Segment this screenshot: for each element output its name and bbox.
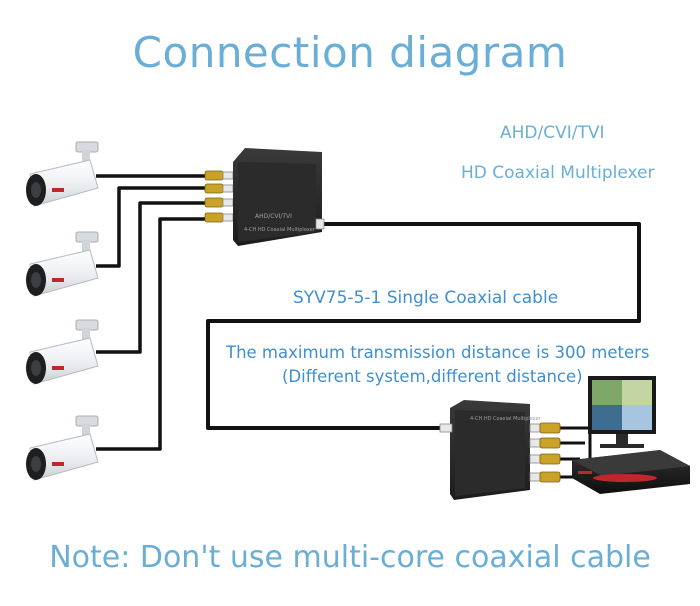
distance-note-label: (Different system,different distance) <box>282 367 583 386</box>
single-coaxial-cable <box>206 222 641 430</box>
transmitter-top-label: AHD/CVI/TVI <box>255 213 292 220</box>
receiver-top-label: 4-CH HD Coaxial Multiplexer <box>470 416 542 422</box>
transmitter-front-label: 4-CH HD Coaxial Multiplexer <box>244 227 316 233</box>
camera-4-icon <box>26 415 99 481</box>
camera-3-icon <box>26 319 99 385</box>
camera-cables <box>96 174 205 451</box>
cable-warning-note: Note: Don't use multi-core coaxial cable <box>49 540 651 575</box>
max-distance-label: The maximum transmission distance is 300… <box>226 343 650 362</box>
cable-type-label: SYV75-5-1 Single Coaxial cable <box>293 288 559 308</box>
cable-camera-4 <box>96 217 205 451</box>
transmitter-multiplexer: AHD/CVI/TVI 4-CH HD Coaxial Multiplexer <box>204 148 325 246</box>
camera-2-icon <box>26 231 99 297</box>
receiver-multiplexer: 4-CH HD Coaxial Multiplexer <box>439 400 561 500</box>
monitor-icon <box>588 376 656 448</box>
multiplexer-type-label: AHD/CVI/TVI <box>500 123 605 143</box>
multiplexer-name-label: HD Coaxial Multiplexer <box>461 163 655 183</box>
page-title: Connection diagram <box>132 28 568 77</box>
dvr-icon <box>572 450 690 494</box>
camera-1-icon <box>26 141 99 207</box>
cable-camera-2 <box>96 186 205 268</box>
cable-camera-3 <box>96 201 205 354</box>
receiver-bnc-outputs <box>529 422 561 483</box>
transmitter-bnc-inputs <box>204 170 224 223</box>
